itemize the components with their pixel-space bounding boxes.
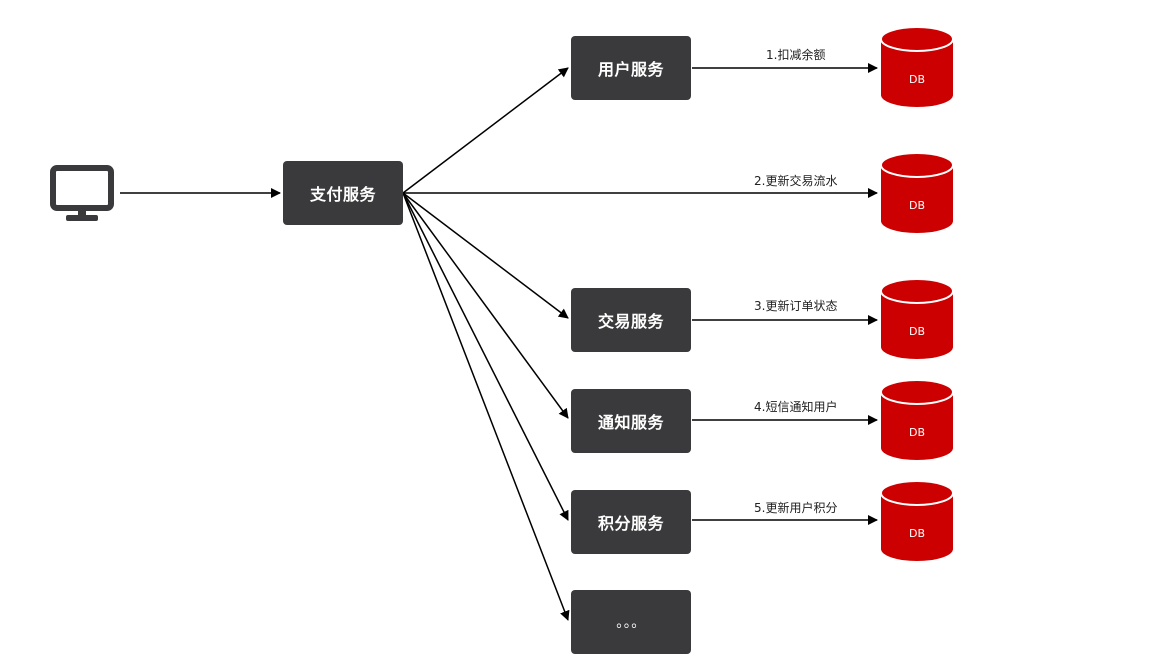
edge-label-update-order: 3.更新订单状态 [754,299,838,313]
points-service-node[interactable]: 积分服务 [571,490,691,554]
arrow-pay-to-points [402,192,569,521]
arrow-pay-to-user [402,67,569,194]
arrow-pay-to-more [402,192,570,621]
more-services-node[interactable]: 。。。 [571,590,691,654]
edge-label-deduct-balance: 1.扣减余额 [766,48,826,62]
trade-service-node[interactable]: 交易服务 [571,288,691,352]
arrow-pay-to-trade [402,192,569,319]
edge-label-sms-notify: 4.短信通知用户 [754,400,838,414]
notify-service-node[interactable]: 通知服务 [571,389,691,453]
edge-label-update-flow: 2.更新交易流水 [754,174,838,188]
edge-label-update-points: 5.更新用户积分 [754,501,838,515]
user-service-node[interactable]: 用户服务 [571,36,691,100]
pay-service-node[interactable]: 支付服务 [283,161,403,225]
arrow-pay-to-notify [402,192,569,419]
